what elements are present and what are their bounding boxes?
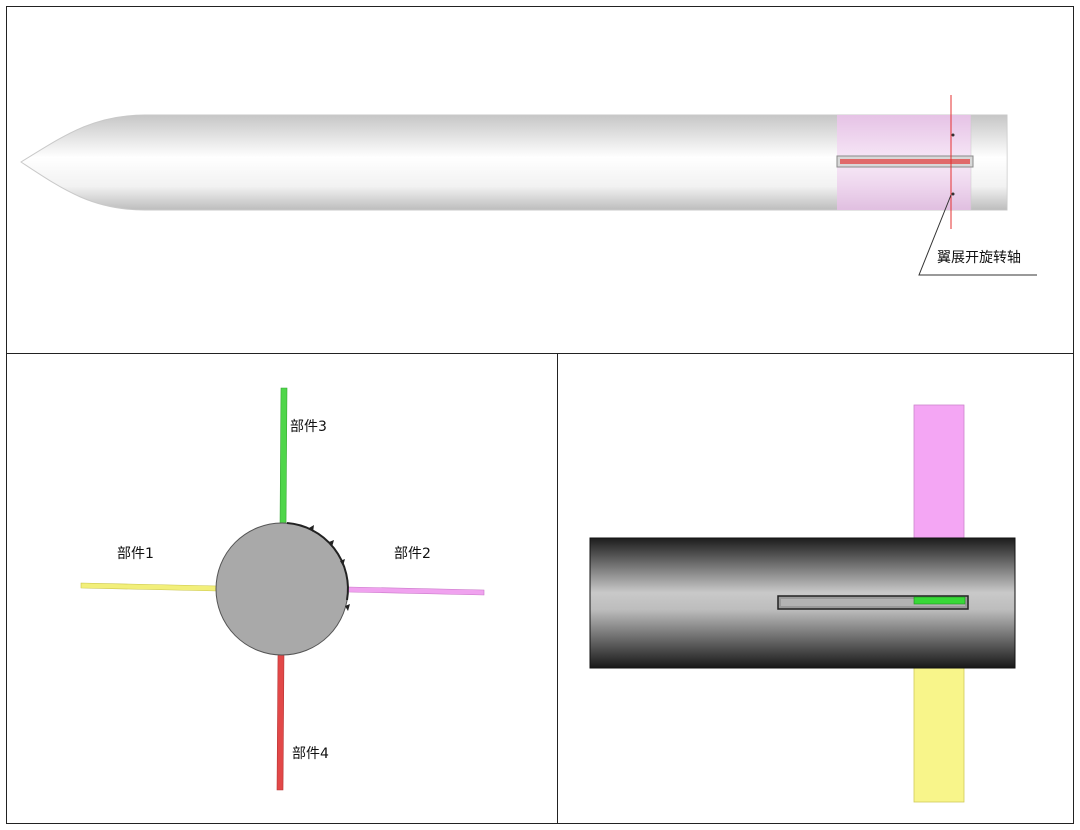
slot-fin bbox=[913, 596, 966, 605]
upper-fin bbox=[913, 404, 965, 546]
lower-fin bbox=[913, 659, 965, 803]
missile-front-view: 部件1 部件2 部件3 部件4 bbox=[80, 387, 485, 791]
part-3-fin bbox=[279, 387, 288, 527]
top-panel: 翼展开旋转轴 bbox=[6, 6, 1074, 354]
folded-red-fin bbox=[840, 159, 970, 164]
part-2-label: 部件2 bbox=[394, 546, 431, 562]
part-1-label: 部件1 bbox=[117, 546, 154, 562]
part-4-fin bbox=[276, 651, 285, 791]
part-1-fin bbox=[80, 582, 219, 592]
wing-closeup-view bbox=[589, 404, 1016, 803]
part-4-label: 部件4 bbox=[292, 746, 329, 762]
missile-side-view: 翼展开旋转轴 bbox=[20, 95, 1037, 276]
part-3-label: 部件3 bbox=[290, 419, 327, 435]
bottom-left-panel: 部件1 部件2 部件3 部件4 bbox=[6, 353, 558, 824]
part-2-fin bbox=[347, 586, 485, 596]
axis-callout-label: 翼展开旋转轴 bbox=[937, 250, 1021, 266]
callout-leader bbox=[918, 194, 1037, 276]
tail-cap bbox=[970, 114, 1008, 211]
bottom-right-panel bbox=[557, 353, 1074, 824]
